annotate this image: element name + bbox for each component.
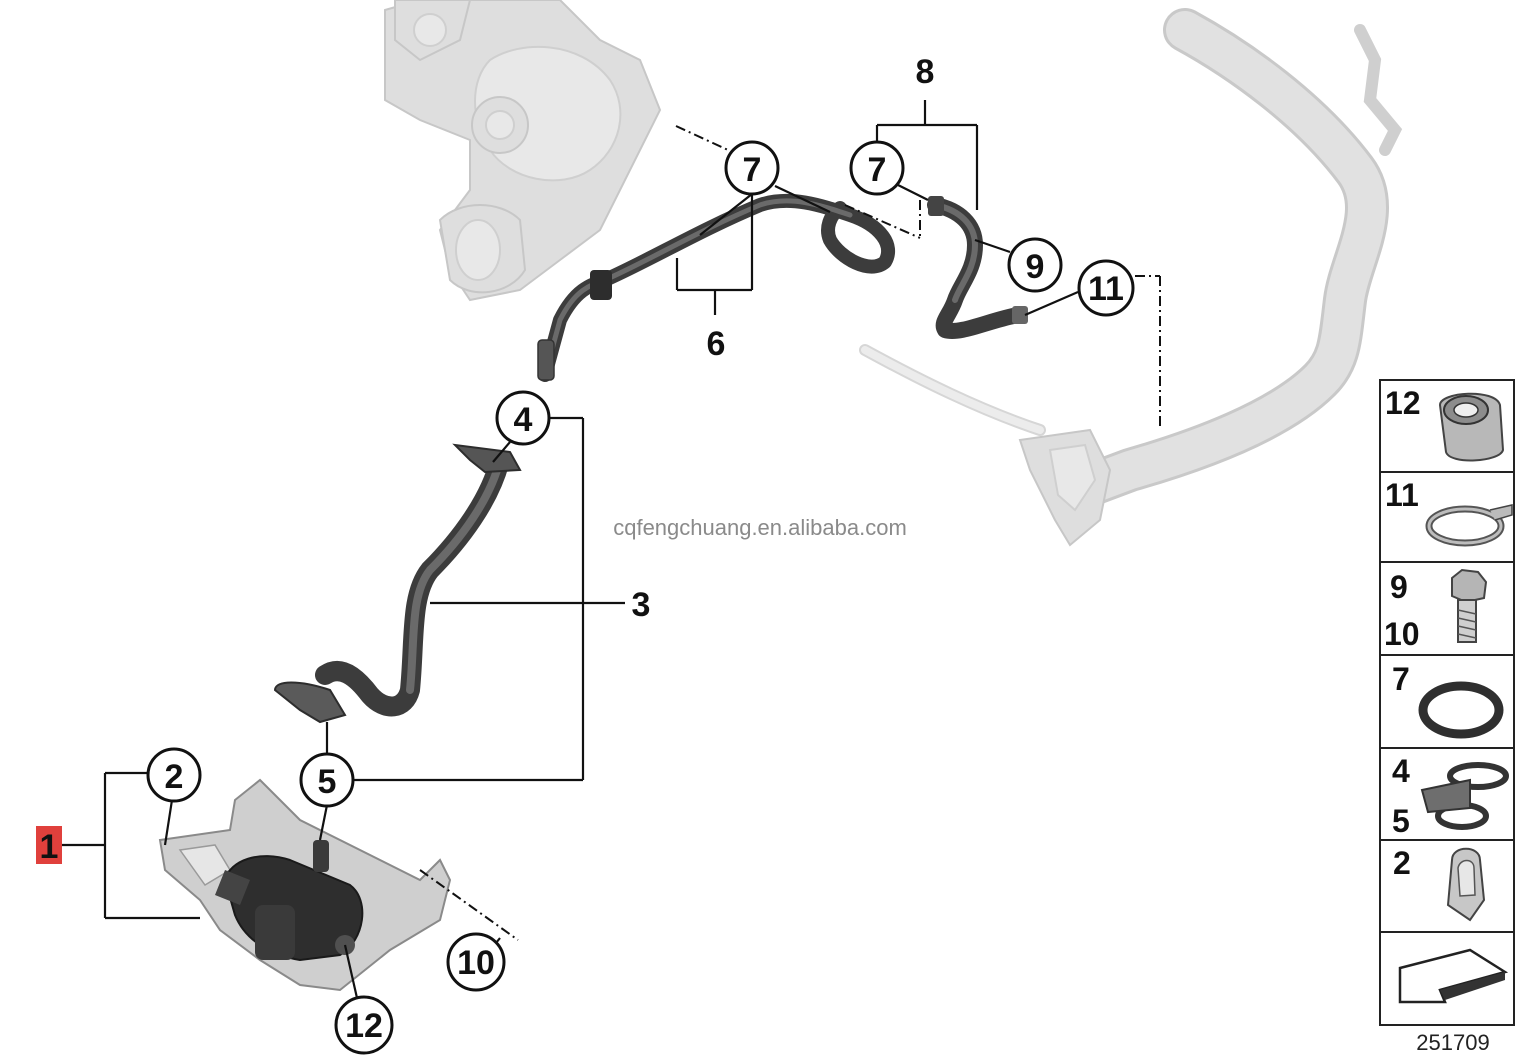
spring-band-clamp-icon bbox=[1425, 504, 1513, 547]
index-label-12: 12 bbox=[1385, 385, 1421, 421]
callout-12[interactable]: 12 bbox=[334, 995, 394, 1055]
callout-11[interactable]: 11 bbox=[1077, 259, 1135, 317]
index-label-2: 2 bbox=[1393, 845, 1411, 881]
callout-7a[interactable]: 7 bbox=[724, 140, 780, 196]
diagram-number: 251709 bbox=[1416, 1030, 1489, 1055]
callout-4[interactable]: 4 bbox=[495, 390, 551, 446]
svg-text:7: 7 bbox=[868, 151, 887, 189]
svg-text:11: 11 bbox=[1088, 270, 1124, 308]
svg-text:12: 12 bbox=[345, 1007, 383, 1045]
svg-text:5: 5 bbox=[318, 763, 337, 801]
watermark-text: cqfengchuang.en.alibaba.com bbox=[613, 515, 907, 540]
coolant-pipe-ghost bbox=[859, 8, 1403, 547]
svg-text:2: 2 bbox=[165, 758, 184, 796]
hose-clip-bottom bbox=[273, 681, 347, 724]
label-3: 3 bbox=[632, 586, 651, 624]
index-label-10: 10 bbox=[1384, 616, 1420, 652]
hose-clamp-connector-icon bbox=[1438, 392, 1505, 462]
o-ring-icon bbox=[1418, 681, 1504, 739]
index-label-5: 5 bbox=[1392, 803, 1410, 839]
parts-index-panel: 12 11 9 10 7 4 5 bbox=[1379, 379, 1515, 1026]
index-label-7: 7 bbox=[1392, 661, 1410, 697]
auxiliary-water-pump bbox=[158, 778, 452, 992]
turbocharger-ghost bbox=[384, 0, 662, 302]
callout-7b[interactable]: 7 bbox=[849, 140, 905, 196]
svg-text:10: 10 bbox=[457, 944, 495, 982]
highlight-box bbox=[36, 826, 62, 864]
label-8: 8 bbox=[916, 53, 935, 91]
hose-6-turbo-feed bbox=[537, 193, 896, 382]
callout-10[interactable]: 10 bbox=[446, 932, 506, 992]
hose-3-pump-line bbox=[273, 443, 522, 724]
front-direction-arrow-icon bbox=[1398, 948, 1509, 1004]
hex-bolt-icon bbox=[1451, 568, 1488, 643]
hose-clip-top bbox=[452, 443, 522, 474]
label-6: 6 bbox=[707, 325, 726, 363]
double-hose-clip-icon bbox=[1420, 762, 1509, 830]
retaining-clip-icon bbox=[1446, 847, 1486, 922]
svg-text:4: 4 bbox=[514, 401, 533, 439]
hose-connector bbox=[590, 270, 612, 300]
label-1-highlighted: 1 bbox=[40, 828, 59, 866]
svg-text:7: 7 bbox=[743, 151, 762, 189]
hose-8-return bbox=[927, 196, 1028, 339]
index-label-11: 11 bbox=[1385, 477, 1419, 513]
leader-lines bbox=[62, 100, 1161, 999]
svg-text:9: 9 bbox=[1026, 248, 1045, 286]
callout-2[interactable]: 2 bbox=[146, 747, 202, 803]
index-label-9: 9 bbox=[1390, 569, 1408, 605]
callout-9[interactable]: 9 bbox=[1007, 237, 1063, 293]
index-label-4: 4 bbox=[1392, 753, 1410, 789]
callout-5[interactable]: 5 bbox=[299, 752, 355, 808]
